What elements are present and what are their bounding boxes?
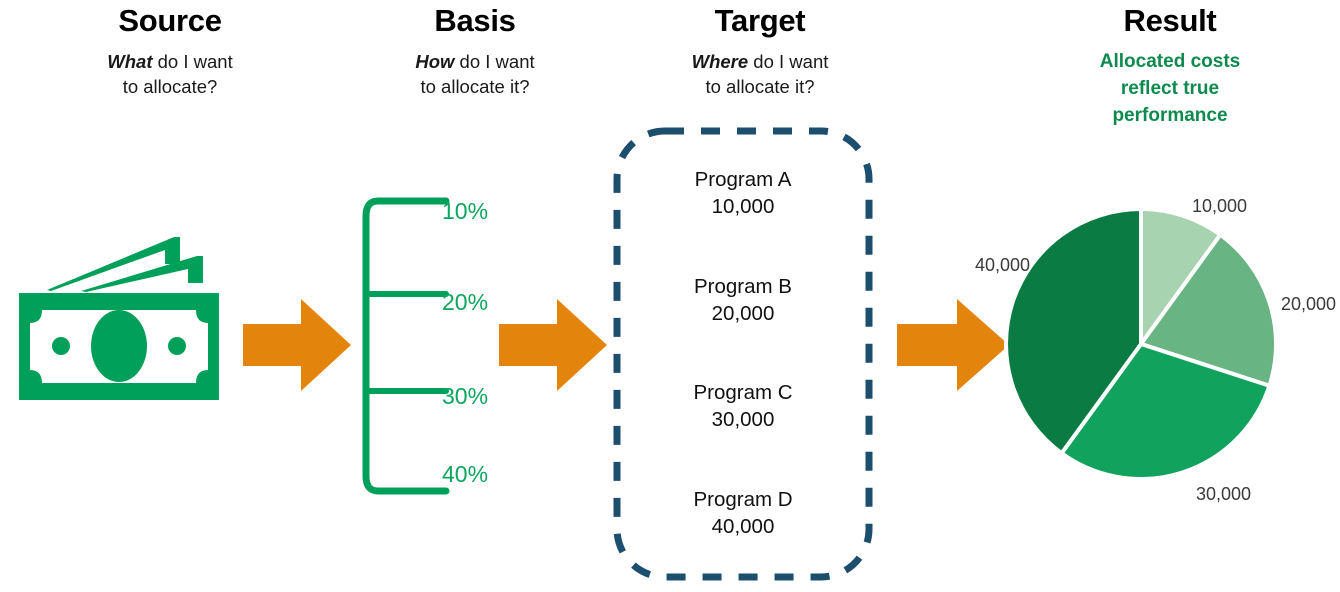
result-line1: Allocated costs	[1099, 51, 1241, 73]
program-name: Program C	[693, 381, 793, 404]
subtitle-rest-basis: do I want	[454, 51, 535, 73]
basis-percent-40: 40%	[442, 461, 489, 487]
basis-percent-20: 20%	[442, 289, 489, 315]
program-amount: 20,000	[711, 301, 775, 325]
arrow-right-icon-source-to-basis	[243, 299, 351, 391]
column-header-target: Target Where do I want to allocate it?	[610, 3, 910, 99]
page-title-basis: Basis	[434, 3, 516, 38]
list-item: Program C 30,000	[693, 379, 792, 434]
subtitle-line2-basis: to allocate it?	[420, 75, 530, 97]
subtitle-line2-target: to allocate it?	[705, 75, 815, 97]
subtitle-lead-basis: How	[415, 51, 455, 73]
subtitle-lead-target: Where	[691, 51, 749, 73]
pie-data-label-30000: 30,000	[1196, 484, 1252, 504]
column-subtitle-target: Where do I want to allocate it?	[610, 50, 910, 99]
program-amount: 40,000	[711, 514, 775, 538]
program-amount: 30,000	[711, 408, 775, 432]
program-name: Program A	[694, 168, 792, 191]
list-item: Program A 10,000	[695, 166, 792, 221]
subtitle-line2-source: to allocate?	[122, 75, 218, 97]
program-amount: 10,000	[711, 195, 775, 219]
money-stack-icon	[19, 237, 219, 400]
list-item: Program D 40,000	[693, 486, 792, 541]
pie-slice-30	[1058, 341, 1272, 481]
column-subtitle-basis: How do I want to allocate it?	[330, 50, 620, 99]
column-header-source: Source What do I want to allocate?	[0, 3, 340, 99]
page-title-target: Target	[714, 3, 806, 38]
basis-percent-30: 30%	[442, 383, 489, 409]
column-subtitle-source: What do I want to allocate?	[0, 50, 340, 99]
subtitle-rest-source: do I want	[152, 51, 233, 73]
target-dashed-container	[613, 127, 873, 581]
pie-slice-40	[1004, 206, 1143, 457]
result-line2: reflect true	[1120, 78, 1220, 100]
subtitle-lead-source: What	[107, 51, 153, 73]
page-title-source: Source	[118, 3, 222, 38]
pie-data-label-10000: 10,000	[1192, 196, 1248, 216]
column-subtitle-result: Allocated costs reflect true performance	[1000, 49, 1340, 130]
subtitle-rest-target: do I want	[748, 51, 829, 73]
program-name: Program B	[694, 274, 792, 298]
allocation-pie-chart	[1004, 206, 1278, 481]
program-name: Program D	[693, 487, 793, 511]
arrow-right-icon-target-to-result	[897, 299, 1009, 391]
basis-bracket	[362, 197, 450, 495]
basis-percent-10: 10%	[442, 198, 489, 224]
pie-data-label-20000: 20,000	[1281, 294, 1337, 314]
column-header-basis: Basis How do I want to allocate it?	[330, 3, 620, 99]
page-title-result: Result	[1123, 3, 1217, 38]
arrow-right-icon-basis-to-target	[499, 299, 607, 391]
pie-data-label-40000: 40,000	[975, 255, 1031, 275]
pie-slice-20	[1137, 231, 1278, 389]
target-program-list: Program A 10,000 Program B 20,000 Progra…	[612, 126, 874, 582]
column-header-result: Result Allocated costs reflect true perf…	[1000, 3, 1340, 130]
result-line3: performance	[1112, 105, 1228, 127]
list-item: Program B 20,000	[694, 273, 792, 328]
